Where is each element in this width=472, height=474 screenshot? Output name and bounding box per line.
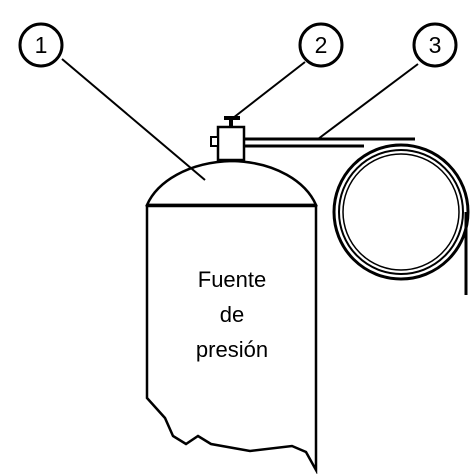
leader-line-1 xyxy=(61,58,206,181)
callout-2: 2 xyxy=(298,22,344,68)
leader-line-3 xyxy=(317,63,419,140)
callout-label-3: 3 xyxy=(429,32,442,58)
valve-side-nub xyxy=(210,136,219,147)
tank-label-line2: de xyxy=(220,302,244,327)
tank-label-line1: Fuente xyxy=(198,267,267,292)
leader-line-2 xyxy=(232,61,306,119)
valve xyxy=(210,116,246,162)
valve-body xyxy=(216,125,246,162)
callout-1: 1 xyxy=(18,22,64,68)
callout-label-1: 1 xyxy=(35,32,48,58)
tank-body xyxy=(145,204,318,474)
coiled-hose xyxy=(332,143,470,295)
tank-label: Fuente de presión xyxy=(196,267,268,362)
callout-3: 3 xyxy=(412,22,458,68)
tank-label-line3: presión xyxy=(196,337,268,362)
callout-label-2: 2 xyxy=(315,32,328,58)
tank-dome xyxy=(145,159,318,207)
